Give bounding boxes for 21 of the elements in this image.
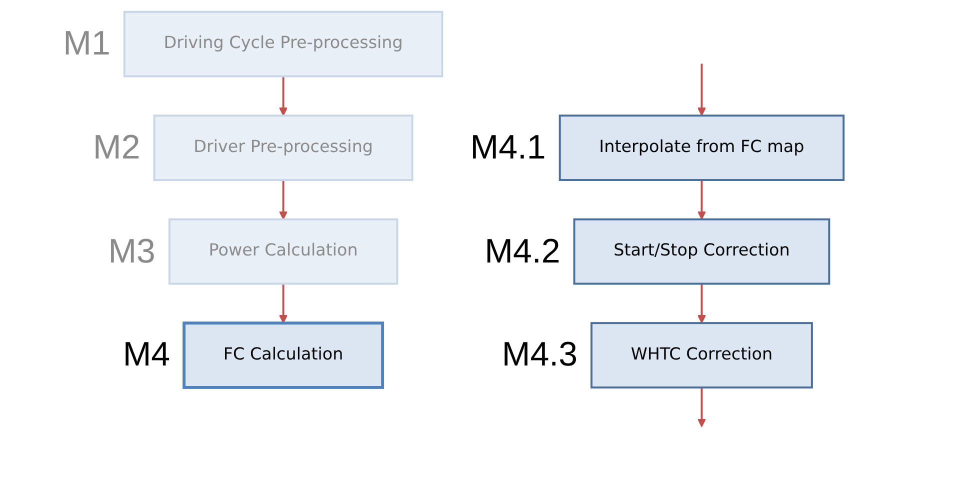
process-box: Start/Stop Correction	[573, 218, 830, 285]
arrow	[697, 180, 706, 220]
step-number: M1	[63, 24, 112, 64]
step-number: M4	[122, 336, 172, 375]
process-box: Driver Pre-processing	[153, 114, 414, 181]
step-number: M4.3	[502, 336, 578, 375]
arrow	[278, 284, 288, 324]
arrow	[697, 387, 706, 428]
process-box: Driving Cycle Pre-processing	[123, 10, 444, 78]
step-number: M3	[108, 232, 156, 272]
step-number: M4.2	[484, 232, 562, 272]
process-box: WHTC Correction	[590, 322, 813, 388]
arrow	[278, 180, 288, 220]
arrow	[278, 76, 288, 116]
process-box: FC Calculation	[182, 322, 384, 389]
process-box: Interpolate from FC map	[558, 114, 845, 181]
step-number: M2	[93, 128, 142, 168]
process-box: Power Calculation	[168, 218, 398, 285]
arrow	[697, 64, 706, 116]
arrow	[697, 284, 706, 324]
step-number: M4.1	[470, 128, 547, 168]
